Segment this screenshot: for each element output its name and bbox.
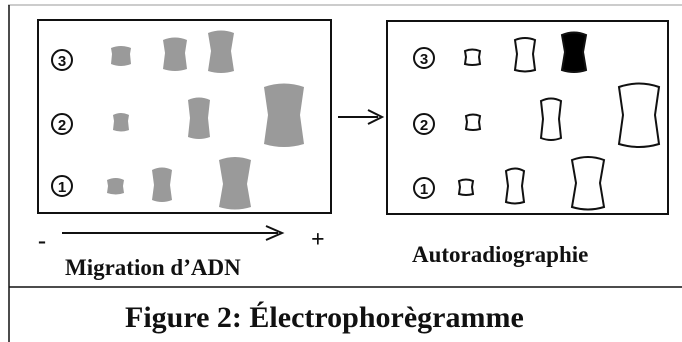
plus-sign: + — [311, 227, 325, 253]
migration-caption: Migration d’ADN — [65, 255, 241, 280]
svg-text:2: 2 — [420, 117, 428, 134]
gel-band-2b — [188, 97, 210, 139]
figure-title: Figure 2: Électrophorègramme — [125, 301, 524, 334]
svg-text:2: 2 — [58, 117, 66, 134]
minus-sign: - — [38, 228, 46, 254]
gel-band-1b — [152, 167, 172, 202]
auto-band-2c — [617, 82, 661, 148]
svg-text:1: 1 — [420, 181, 428, 198]
gel-band-1a — [107, 178, 124, 195]
transfer-arrow-head — [367, 109, 385, 125]
autoradiography-caption: Autoradiographie — [412, 242, 588, 267]
gel-band-3a — [111, 46, 131, 66]
auto-band-3a — [463, 48, 482, 66]
autoradiography-panel: ③ 3 ② 2 ① 1 — [386, 20, 669, 215]
auto-band-2b — [539, 97, 563, 141]
svg-text:3: 3 — [420, 51, 428, 68]
gel-band-3c — [208, 30, 234, 73]
gel-lane-2: ② 2 — [51, 113, 73, 135]
auto-band-1a — [457, 178, 475, 196]
gel-panel: ③ 3 ② 2 ① 1 — [37, 19, 332, 214]
gel-band-3b — [163, 37, 187, 71]
gel-band-2c — [264, 83, 304, 147]
svg-text:3: 3 — [58, 53, 66, 70]
auto-band-1c — [570, 156, 606, 211]
auto-lane-3: ③ 3 — [413, 47, 435, 69]
gel-band-1c — [219, 157, 251, 210]
gel-band-2a — [113, 113, 129, 132]
migration-arrow-head — [265, 225, 285, 241]
svg-text:1: 1 — [58, 179, 66, 196]
gel-lane-3: ③ 3 — [51, 49, 73, 71]
auto-band-1b — [504, 167, 526, 205]
auto-band-2a — [464, 113, 482, 131]
gel-lane-1: ① 1 — [51, 175, 73, 197]
auto-band-3c — [560, 31, 588, 73]
auto-band-3b — [513, 37, 537, 73]
auto-lane-1: ① 1 — [413, 177, 435, 199]
auto-lane-2: ② 2 — [413, 113, 435, 135]
